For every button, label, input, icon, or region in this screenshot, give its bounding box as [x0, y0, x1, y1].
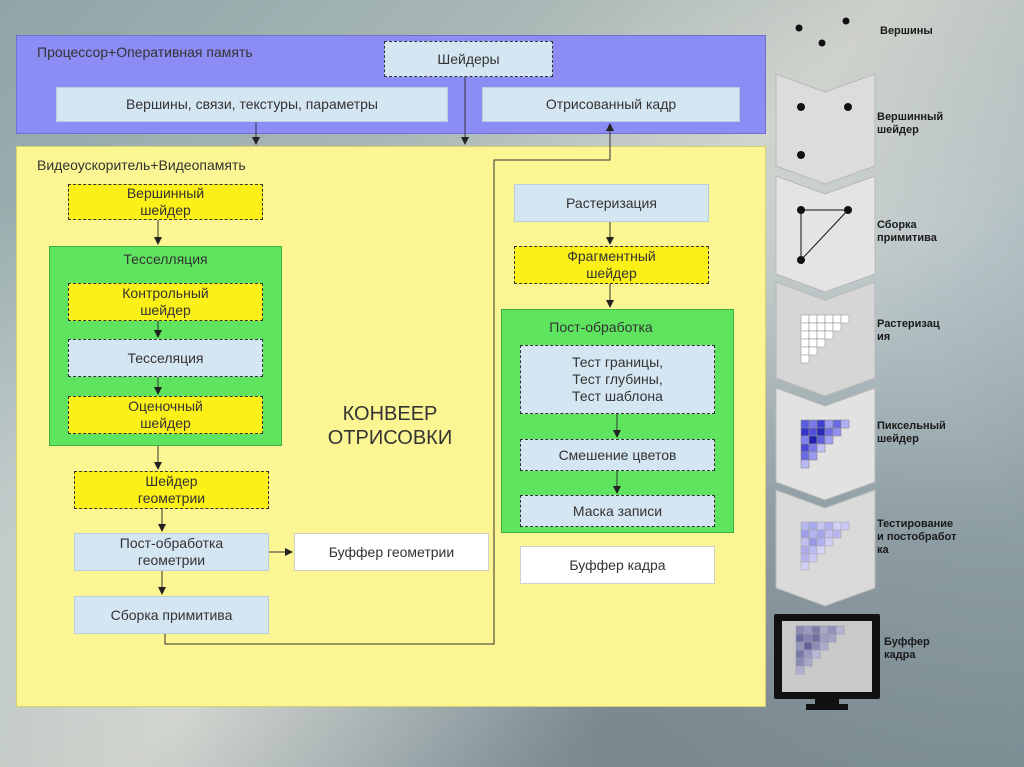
side-label-frame-buffer: Буффер кадра	[884, 636, 930, 661]
rasterization-box: Растеризация	[514, 184, 709, 222]
side-label-pixel-shader: Пиксельный шейдер	[877, 420, 946, 445]
evaluation-shader-box: Оценочный шейдер	[68, 396, 263, 434]
shaders-box: Шейдеры	[384, 41, 553, 77]
primitive-assembly-box: Сборка примитива	[74, 596, 269, 634]
side-label-testing: Тестирование и постобработка	[877, 518, 957, 556]
geometry-shader-box: Шейдер геометрии	[74, 471, 269, 509]
pixel-shader-grid-icon	[800, 419, 850, 469]
geometry-postprocess-box: Пост-обработка геометрии	[74, 533, 269, 571]
side-label-rasterization: Растеризация	[877, 318, 940, 343]
postprocess-group-label: Пост-обработка	[549, 318, 653, 335]
testing-grid-icon	[800, 521, 850, 571]
write-mask-box: Маска записи	[520, 495, 715, 527]
blending-box: Смешение цветов	[520, 439, 715, 471]
tests-box: Тест границы, Тест глубины, Тест шаблона	[520, 345, 715, 414]
tessellation-box: Тесселяция	[68, 339, 263, 377]
primitive-triangle-icon	[797, 206, 852, 264]
frame-buffer-box: Буффер кадра	[520, 546, 715, 584]
raster-grid-icon	[800, 314, 850, 364]
vertex-shader-box: Вершинный шейдер	[68, 184, 263, 220]
vertices-dots-icon	[795, 17, 850, 47]
cpu-region-label: Процессор+Оперативная память	[37, 44, 253, 60]
side-label-vertices: Вершины	[880, 25, 933, 37]
side-label-primitive-assembly: Сборка примитива	[877, 219, 937, 244]
control-shader-box: Контрольный шейдер	[68, 283, 263, 321]
vertex-shader-dots-icon	[797, 103, 852, 159]
tessellation-group-label: Тесселляция	[123, 250, 208, 267]
monitor-icon	[774, 614, 880, 710]
rendered-frame-box: Отрисованный кадр	[482, 87, 740, 122]
pipeline-title: КОНВЕЕР ОТРИСОВКИ	[327, 403, 453, 449]
side-label-vertex-shader: Вершинный шейдер	[877, 111, 944, 136]
fragment-shader-box: Фрагментный шейдер	[514, 246, 709, 284]
gpu-region-label: Видеоускоритель+Видеопамять	[37, 157, 246, 173]
vertices-data-box: Вершины, связи, текстуры, параметры	[56, 87, 448, 122]
geometry-buffer-box: Буффер геометрии	[294, 533, 489, 571]
